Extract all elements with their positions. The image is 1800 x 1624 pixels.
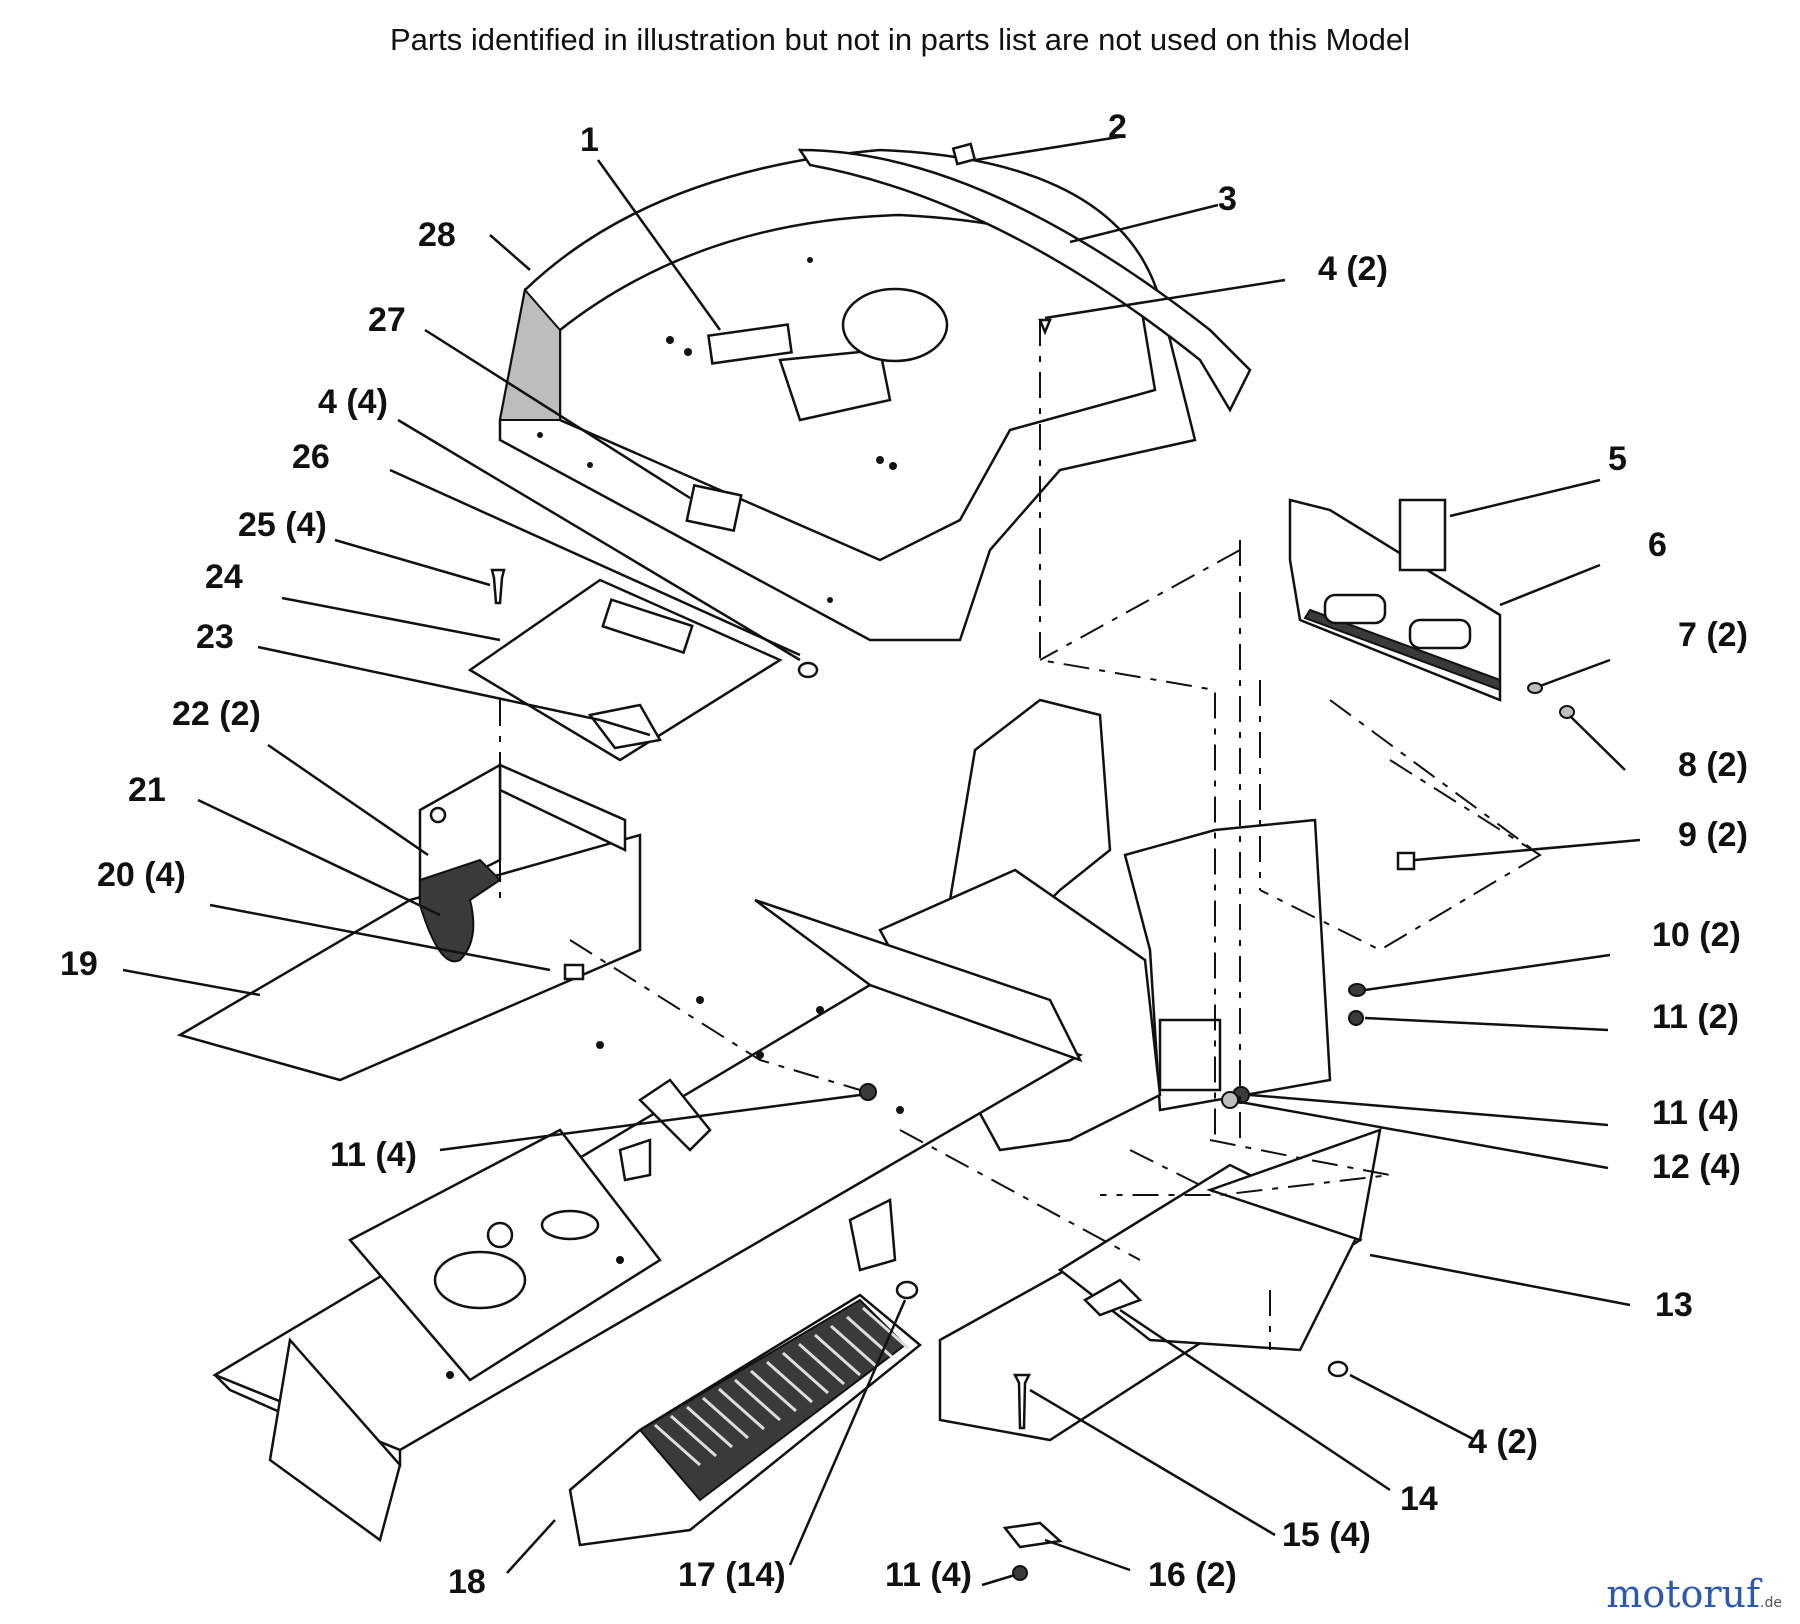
- nut-11c: [859, 1083, 877, 1101]
- mat-rib: [734, 1378, 781, 1422]
- callout-11-bottom: 11 (4): [885, 1556, 972, 1594]
- callout-22: 22 (2): [172, 695, 261, 733]
- callout-1: 1: [580, 121, 599, 159]
- callout-4-top: 4 (2): [1318, 250, 1388, 288]
- callout-8: 8 (2): [1678, 746, 1748, 784]
- callout-11-upper: 11 (2): [1652, 998, 1739, 1036]
- mat-rib: [702, 1396, 749, 1440]
- mat-rib: [766, 1360, 813, 1404]
- callout-18: 18: [448, 1563, 486, 1601]
- washer-10: [1348, 983, 1366, 997]
- callout-25: 25 (4): [238, 506, 327, 544]
- main-frame: [212, 898, 1084, 1543]
- assembly-lines: [499, 320, 1542, 1350]
- callout-9: 9 (2): [1678, 816, 1748, 854]
- bolt-17: [895, 1280, 919, 1300]
- callout-21: 21: [128, 771, 166, 809]
- callout-28: 28: [418, 216, 456, 254]
- watermark-logo: motoruf.de: [1606, 1572, 1782, 1616]
- left-footrest: [176, 762, 642, 1082]
- mat-rib: [830, 1324, 877, 1368]
- clip-9: [1396, 851, 1416, 871]
- mat-ribs: [654, 1306, 909, 1467]
- leader-lines: [122, 134, 1641, 1587]
- screw-4-hood: [1038, 318, 1052, 336]
- callout-13: 13: [1655, 1286, 1693, 1324]
- callout-10: 10 (2): [1652, 916, 1741, 954]
- callout-19: 19: [60, 945, 98, 983]
- washer-12: [1221, 1091, 1239, 1109]
- callout-7: 7 (2): [1678, 616, 1748, 654]
- mat-rib: [750, 1369, 797, 1413]
- nut-11d: [1012, 1565, 1028, 1581]
- callout-24: 24: [205, 558, 243, 596]
- callout-4-footrest: 4 (2): [1468, 1423, 1538, 1461]
- callout-11-frame: 11 (4): [330, 1136, 417, 1174]
- bolt-15: [1012, 1373, 1032, 1430]
- carriage-bolt-25: [490, 568, 506, 605]
- bolt-8: [1559, 705, 1575, 719]
- callout-27: 27: [368, 301, 406, 339]
- callout-14: 14: [1400, 1480, 1438, 1518]
- watermark-brand: motoruf: [1606, 1572, 1761, 1616]
- mat-rib: [670, 1414, 717, 1458]
- watermark-tld: .de: [1760, 1595, 1782, 1611]
- callout-3: 3: [1218, 180, 1237, 218]
- hood-clip: [951, 142, 977, 166]
- callout-12: 12 (4): [1652, 1148, 1741, 1186]
- screw-4-dash: [797, 661, 819, 679]
- dash-panel: [467, 578, 783, 762]
- mat-rib: [686, 1405, 733, 1449]
- callout-26: 26: [292, 438, 330, 476]
- mat-rib: [718, 1387, 765, 1431]
- hood-trim-strip: [797, 148, 1252, 413]
- rear-bracket: [1288, 498, 1502, 702]
- mat-rib: [782, 1351, 829, 1395]
- hood-gas-cap-ring: [841, 287, 949, 363]
- mat-rib: [862, 1306, 909, 1350]
- diagram-note: Parts identified in illustration but not…: [389, 22, 1411, 57]
- callout-17: 17 (14): [678, 1556, 786, 1594]
- screw-4-footrest: [1327, 1360, 1349, 1378]
- washer-7: [1527, 682, 1543, 694]
- callout-16: 16 (2): [1148, 1556, 1237, 1594]
- mat-rib: [814, 1333, 861, 1377]
- hood-decal-1: [707, 323, 793, 365]
- nut-11a: [1348, 1010, 1364, 1026]
- callout-4-dash: 4 (4): [318, 383, 388, 421]
- foot-mat: [568, 1293, 922, 1547]
- callout-5: 5: [1608, 440, 1627, 478]
- mat-rib: [798, 1342, 845, 1386]
- callout-20: 20 (4): [97, 856, 186, 894]
- hood-opening: [778, 348, 892, 422]
- right-footrest: [938, 1128, 1382, 1442]
- callout-6: 6: [1648, 526, 1667, 564]
- callout-2: 2: [1108, 108, 1127, 146]
- callout-15: 15 (4): [1282, 1516, 1371, 1554]
- callout-11-middle: 11 (4): [1652, 1094, 1739, 1132]
- hood-decal-27: [685, 483, 743, 533]
- mat-rib: [654, 1423, 701, 1467]
- callout-23: 23: [196, 618, 234, 656]
